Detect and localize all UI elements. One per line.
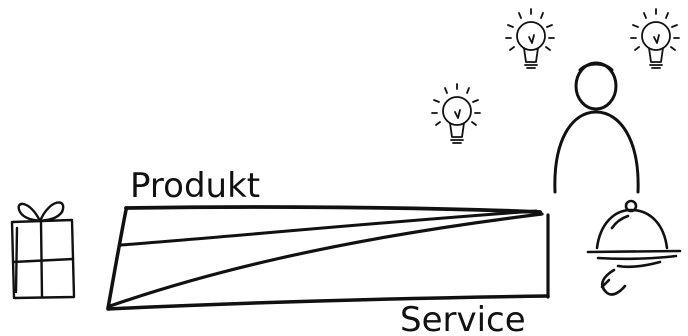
wedge-diagram xyxy=(106,205,550,311)
lightbulb-icon xyxy=(431,83,481,144)
upper-crossing-curve xyxy=(119,209,538,247)
lightbulb-icon xyxy=(630,8,680,69)
gift-icon xyxy=(10,201,76,300)
serving-cloche-icon xyxy=(586,199,682,296)
label-service: Service xyxy=(400,300,526,336)
label-produkt: Produkt xyxy=(130,166,260,206)
produkt-line xyxy=(124,205,542,214)
left-closing-line xyxy=(106,208,128,310)
crossing-curve xyxy=(108,212,544,308)
lightbulb-icon xyxy=(505,8,555,69)
person-icon xyxy=(553,61,640,194)
service-line xyxy=(106,294,550,311)
